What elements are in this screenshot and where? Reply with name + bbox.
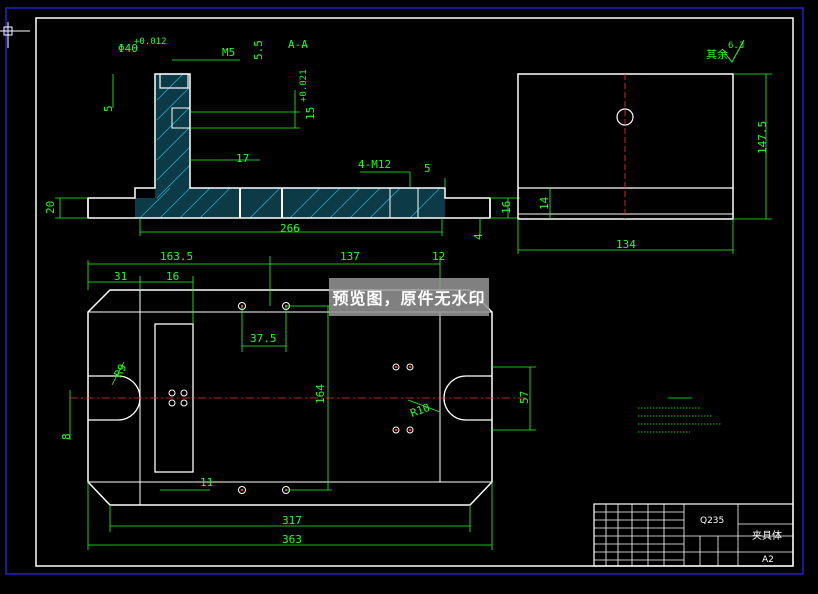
dim-134: 134 (616, 238, 636, 251)
dim-12: 12 (432, 250, 445, 263)
roughness-value: 6.3 (728, 41, 744, 51)
dim-147-5: 147.5 (756, 121, 769, 154)
dim-20: 20 (44, 201, 57, 214)
ucs-crosshair-icon (0, 22, 30, 48)
outer-frame (5, 7, 804, 575)
dim-4-m12: 4-M12 (358, 158, 391, 171)
dim-hole-dia: Φ40 (118, 42, 138, 55)
front-threaded-hole (389, 187, 419, 219)
roughness-label: 其余 (706, 47, 728, 61)
dim-57: 57 (518, 391, 531, 404)
dim-163-5: 163.5 (160, 250, 193, 263)
dim-14: 14 (538, 196, 551, 210)
dim-15: 15 (304, 107, 317, 120)
dim-5-right: 5 (424, 162, 431, 175)
part-name-text: 夹具体 (752, 529, 782, 542)
dim-m5: M5 (222, 46, 235, 59)
roughness-symbol-icon (723, 39, 745, 63)
front-dim-lines (55, 59, 520, 236)
watermark-overlay: 预览图，原件无水印 (329, 278, 489, 316)
plan-slot-right (443, 375, 492, 421)
front-pocket (171, 107, 191, 129)
dim-16: 16 (500, 201, 513, 214)
side-outline (517, 73, 734, 220)
front-top-slot (159, 73, 189, 89)
front-section-view: Φ40 +0.012 M5 5.5 5 15 +0.021 17 4-M12 5… (44, 37, 745, 240)
dim-37-5: 37.5 (250, 332, 277, 345)
dim-363: 363 (282, 533, 302, 546)
dim-4: 4 (472, 233, 485, 240)
dim-8: 8 (60, 433, 73, 440)
plan-view: 163.5 137 12 31 16 37.5 164 R9 R10 57 8 … (60, 250, 536, 550)
dim-266: 266 (280, 222, 300, 235)
technical-notes (638, 397, 722, 433)
dim-5-left: 5 (102, 105, 115, 112)
dim-164: 164 (314, 384, 327, 404)
section-label: A-A (288, 38, 308, 51)
material-text: Q235 (700, 516, 724, 526)
dim-137: 137 (340, 250, 360, 263)
title-block: Q235 夹具体 A2 (593, 503, 794, 567)
hatch-lines (139, 73, 441, 219)
dim-hole-tol: +0.012 (134, 37, 167, 47)
dim-17: 17 (236, 152, 249, 165)
side-dim-lines (517, 73, 772, 254)
dim-11: 11 (200, 476, 213, 489)
dim-r10: R10 (409, 401, 432, 420)
inner-frame (35, 17, 794, 567)
side-view: 134 147.5 14 (517, 73, 772, 254)
dim-317: 317 (282, 514, 302, 527)
dim-15-tol: +0.021 (299, 69, 309, 102)
dim-31: 31 (114, 270, 127, 283)
dim-r9: R9 (112, 362, 130, 380)
dim-16-plan: 16 (166, 270, 179, 283)
sheet-size-text: A2 (762, 555, 774, 565)
plan-outline (87, 289, 493, 506)
dim-5-5: 5.5 (252, 40, 265, 60)
plan-dim-lines (69, 256, 536, 550)
